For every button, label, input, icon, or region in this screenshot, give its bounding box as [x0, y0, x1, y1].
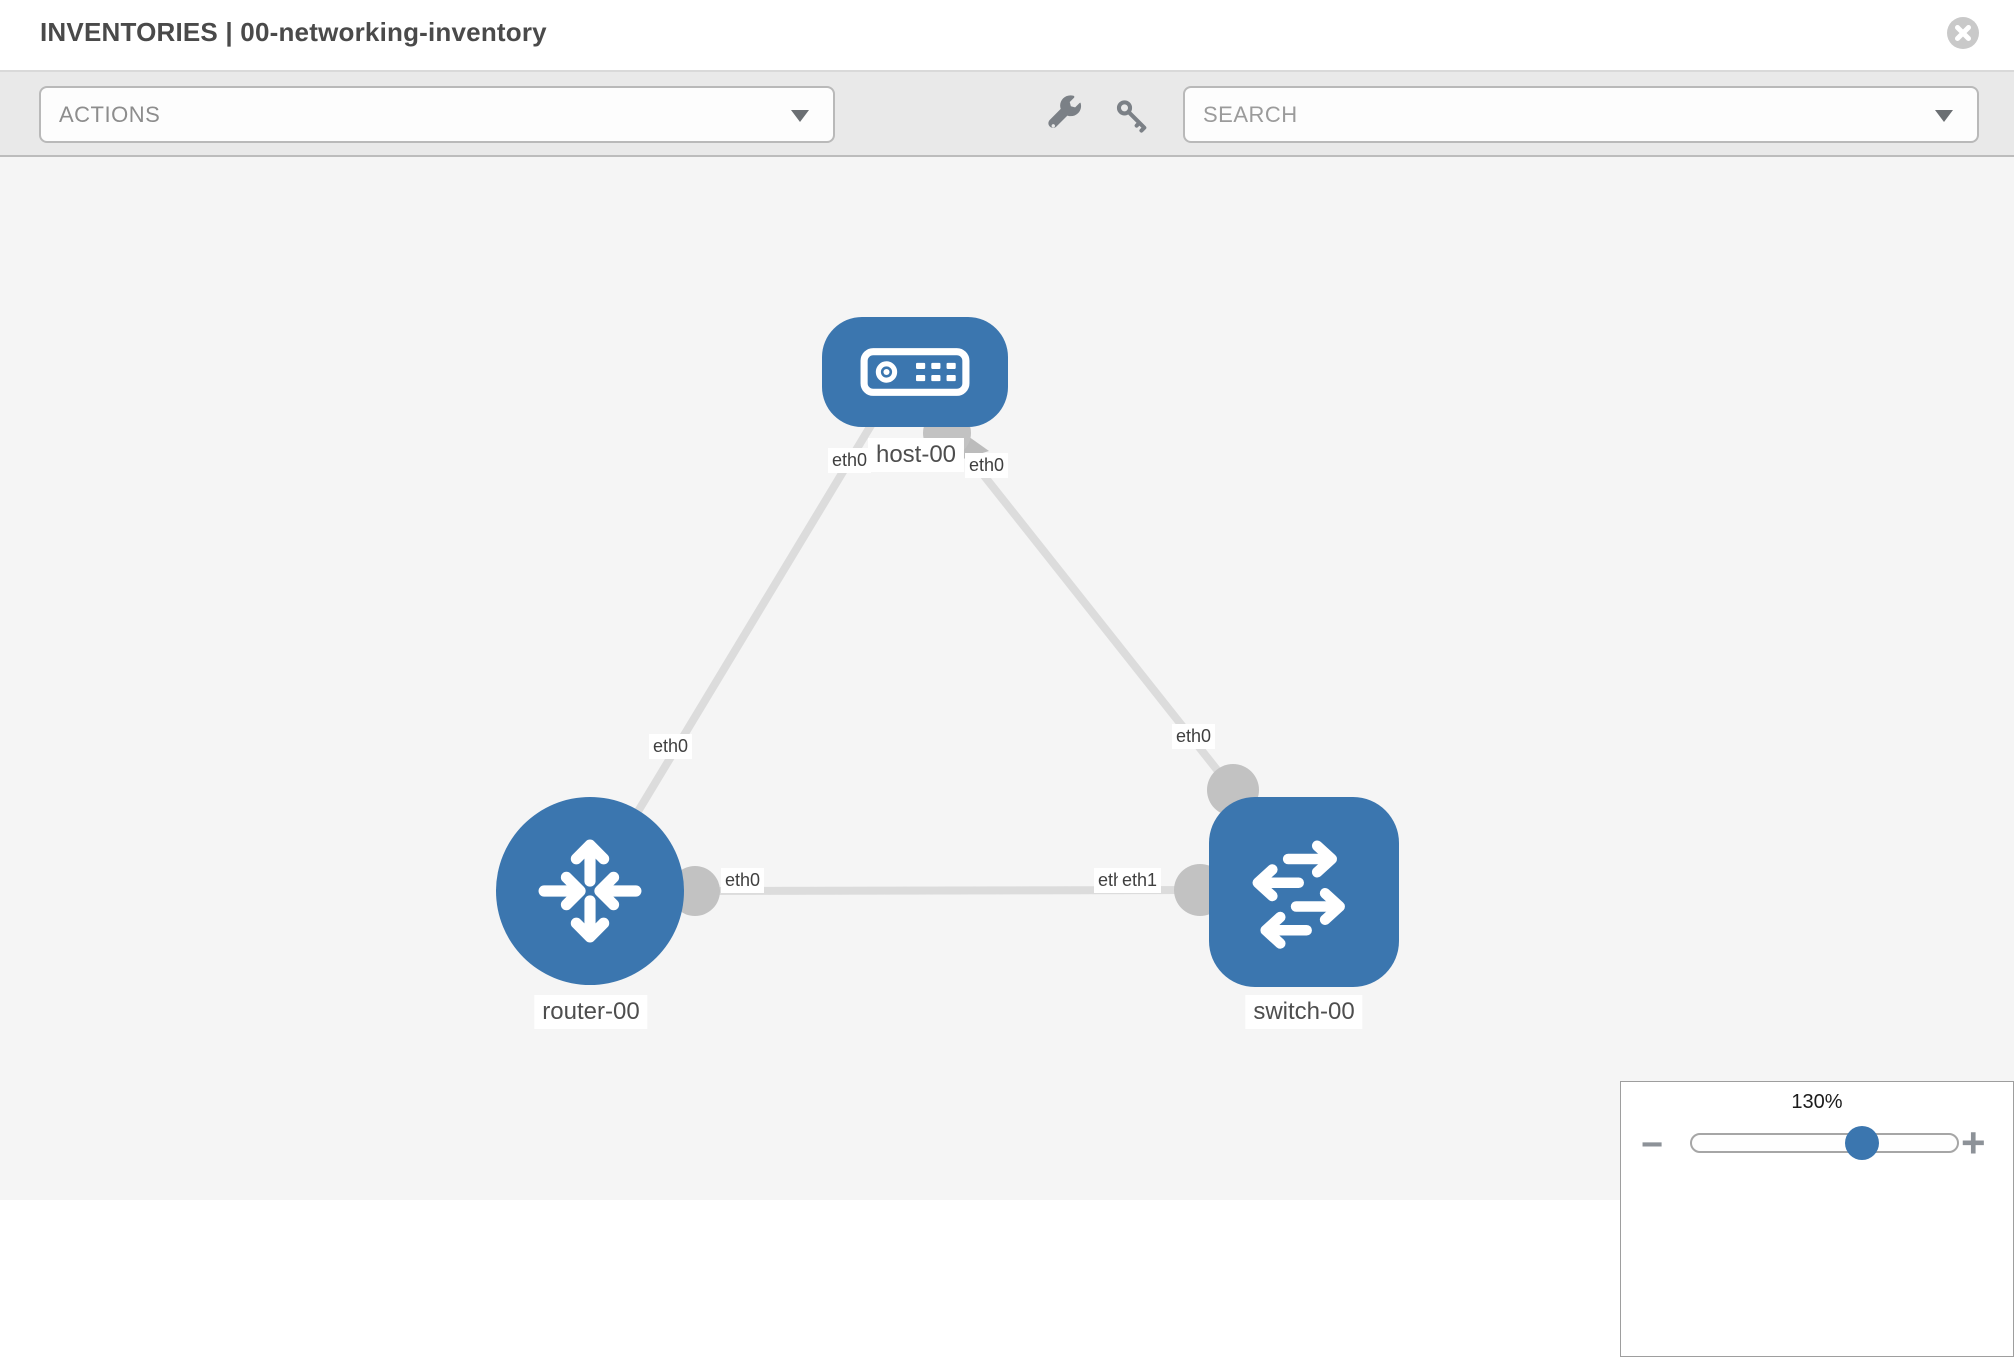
zoom-in-button[interactable]: +	[1961, 1119, 1986, 1166]
node-label: router-00	[534, 995, 648, 1029]
interface-label: eth0	[828, 448, 872, 473]
topology-links	[586, 409, 1259, 916]
node-host-00[interactable]	[822, 317, 1008, 427]
header: INVENTORIES | 00-networking-inventory	[0, 0, 2014, 72]
close-icon	[1947, 17, 1979, 49]
zoom-slider-thumb[interactable]	[1844, 1126, 1879, 1160]
interface-label: eth0	[721, 868, 765, 893]
node-label: switch-00	[1245, 995, 1363, 1029]
topology-canvas[interactable]: host-00 router-00 switch-00 eth0 eth0 et…	[0, 157, 2014, 1357]
interface-label: eth0	[965, 453, 1009, 478]
page-title: INVENTORIES | 00-networking-inventory	[40, 17, 547, 47]
zoom-slider[interactable]	[1690, 1126, 1959, 1160]
chevron-down-icon	[1935, 109, 1953, 122]
close-button[interactable]	[1946, 16, 1980, 50]
key-icon	[1116, 100, 1147, 133]
chevron-down-icon	[791, 109, 809, 122]
zoom-out-button[interactable]: −	[1641, 1124, 1664, 1166]
actions-dropdown[interactable]: ACTIONS	[39, 86, 835, 143]
interface-label: eth0	[649, 734, 693, 759]
toolbar: ACTIONS SEARCH	[0, 72, 2014, 157]
wrench-icon	[1048, 95, 1082, 128]
interface-label: eth0	[1172, 724, 1216, 749]
configure-button[interactable]	[1046, 95, 1084, 136]
node-switch-00[interactable]	[1209, 797, 1399, 987]
node-router-00[interactable]	[496, 797, 684, 985]
router-arrows-icon	[538, 839, 642, 943]
switch-arrows-icon	[1252, 840, 1345, 949]
host-server-icon	[860, 348, 970, 396]
credentials-button[interactable]	[1114, 98, 1150, 137]
search-placeholder: SEARCH	[1203, 101, 1298, 127]
actions-dropdown-label: ACTIONS	[59, 101, 161, 127]
interface-label: eth1	[1118, 868, 1162, 893]
search-dropdown[interactable]: SEARCH	[1183, 86, 1979, 143]
node-label: host-00	[867, 438, 965, 472]
zoom-panel: 130% − +	[1620, 1081, 2014, 1357]
zoom-level: 130%	[1791, 1091, 1843, 1113]
